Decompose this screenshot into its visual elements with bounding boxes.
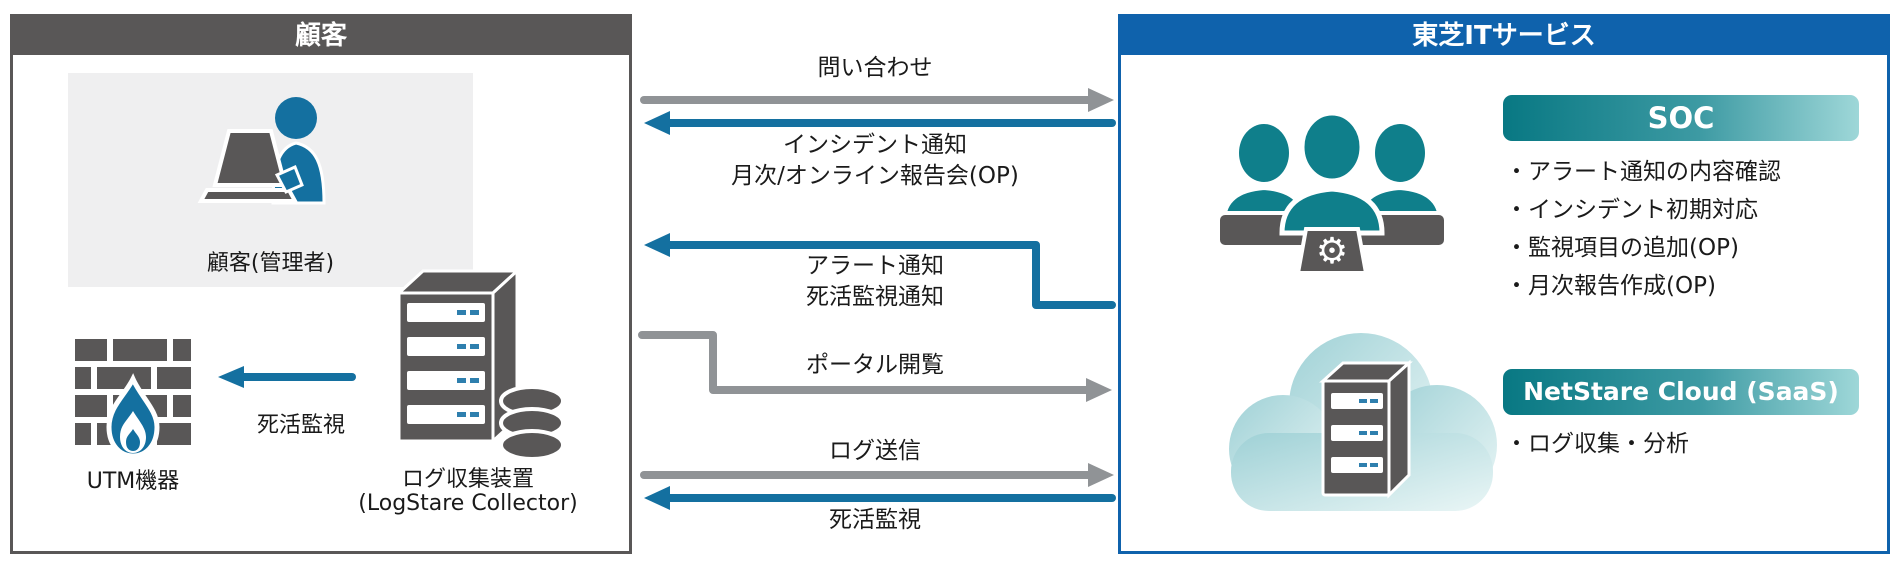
flow-label-log-send: ログ送信 xyxy=(829,438,921,464)
flame-icon xyxy=(106,373,160,457)
toshiba-box-title: 東芝ITサービス xyxy=(1121,17,1887,55)
soc-bullet-3: ・監視項目の追加(OP) xyxy=(1505,235,1739,261)
soc-bullet-2: ・インシデント初期対応 xyxy=(1505,197,1758,223)
flow-label-alert-line2: 死活監視通知 xyxy=(806,284,944,310)
flow-label-alert: アラート通知 死活監視通知 xyxy=(632,251,1118,313)
netstare-bullet-list: ・ログ収集・分析 xyxy=(1505,425,1689,463)
flow-label-alive: 死活監視 xyxy=(829,507,921,533)
log-collector-icon xyxy=(395,267,565,461)
toshiba-box: 東芝ITサービス ⚙ SOC ・アラート通知の内容確認 ・インシデント初期対応 … xyxy=(1118,14,1890,554)
admin-label: 顧客(管理者) xyxy=(206,251,335,276)
flow-label-inquiry: 問い合わせ xyxy=(817,55,933,81)
database-icon xyxy=(499,385,565,461)
flow-label-incident-line1: インシデント通知 xyxy=(783,132,967,158)
soc-bullet-list: ・アラート通知の内容確認 ・インシデント初期対応 ・監視項目の追加(OP) ・月… xyxy=(1505,153,1781,305)
utm-label: UTM機器 xyxy=(86,469,180,494)
flow-label-incident-line2: 月次/オンライン報告会(OP) xyxy=(731,163,1019,189)
utm-monitor-label: 死活監視 xyxy=(256,413,345,438)
collector-label-line1: ログ収集装置 xyxy=(401,467,534,492)
flow-label-incident: インシデント通知 月次/オンライン報告会(OP) xyxy=(632,130,1118,192)
netstare-cloud-icon xyxy=(1229,333,1497,511)
soc-team-icon: ⚙ xyxy=(1216,110,1448,275)
admin-panel: 顧客(管理者) xyxy=(68,73,473,287)
flow-label-alert-line1: アラート通知 xyxy=(806,253,944,279)
utm-firewall-icon xyxy=(75,339,191,457)
flow-label-portal: ポータル開覧 xyxy=(806,352,944,378)
netstare-bullet-1: ・ログ収集・分析 xyxy=(1505,431,1689,457)
soc-bullet-4: ・月次報告作成(OP) xyxy=(1505,273,1716,299)
arrow-inquiry xyxy=(640,88,1114,112)
cloud-server-icon xyxy=(1319,359,1413,499)
customer-box: 顧客 顧客(管理者) xyxy=(10,14,632,554)
customer-box-title: 顧客 xyxy=(13,17,629,55)
person-laptop-icon xyxy=(197,97,326,205)
netstare-badge: NetStare Cloud (SaaS) xyxy=(1503,369,1859,415)
collector-label-line2: (LogStare Collector) xyxy=(358,491,578,516)
gear-icon: ⚙ xyxy=(1316,231,1348,272)
soc-badge: SOC xyxy=(1503,95,1859,141)
soc-bullet-1: ・アラート通知の内容確認 xyxy=(1505,159,1781,185)
